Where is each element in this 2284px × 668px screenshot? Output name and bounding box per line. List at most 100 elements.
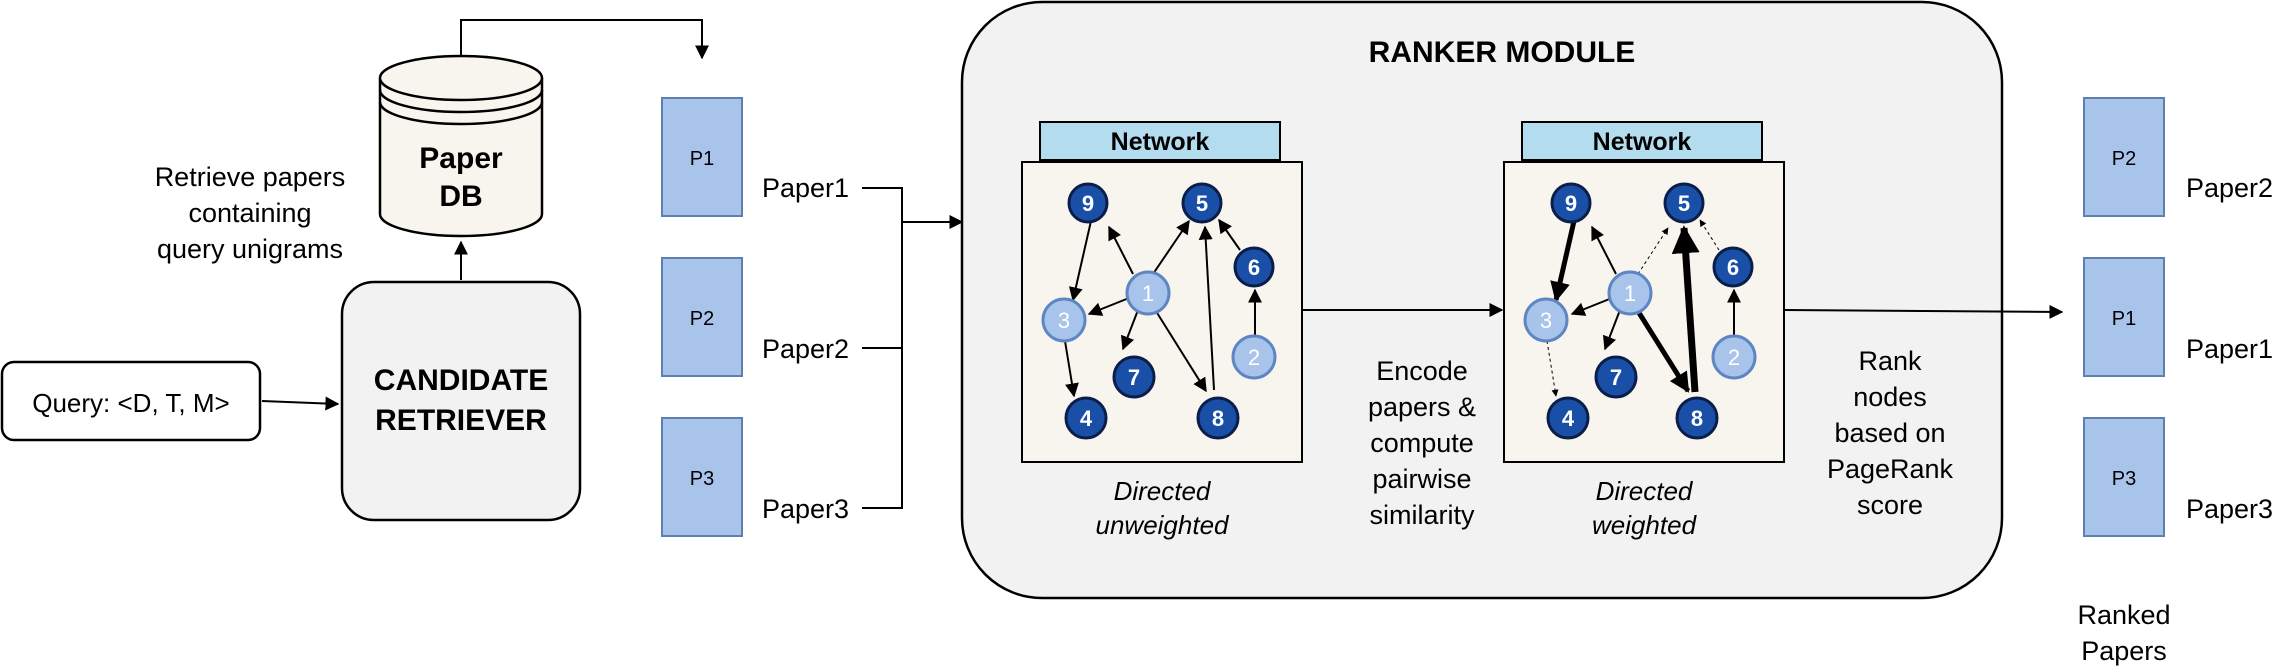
w-node-8-label: 8 xyxy=(1691,406,1703,431)
w-node-7 xyxy=(1594,355,1638,399)
w-node-1-label: 1 xyxy=(1624,281,1636,306)
ranked-caption-line2: Papers xyxy=(2081,636,2167,666)
node-6 xyxy=(1233,246,1275,288)
encode-note: Encode papers & compute pairwise similar… xyxy=(1368,356,1476,530)
ranked-paper-2-label: Paper1 xyxy=(2186,334,2273,364)
node-5-label: 5 xyxy=(1196,191,1208,216)
node-7-label: 7 xyxy=(1128,365,1140,390)
ranked-caption-line1: Ranked xyxy=(2077,600,2170,630)
encode-note-line2: papers & xyxy=(1368,392,1476,422)
caption-left-line2: unweighted xyxy=(1096,510,1231,540)
candidates-bracket xyxy=(862,187,903,509)
node-9-label: 9 xyxy=(1082,191,1094,216)
node-9 xyxy=(1067,182,1109,224)
retrieve-note: Retrieve papers containing query unigram… xyxy=(155,162,346,264)
db-label-line1: Paper xyxy=(419,142,503,175)
node-6-label: 6 xyxy=(1248,255,1260,280)
encode-note-line5: similarity xyxy=(1370,500,1475,530)
w-node-9-label: 9 xyxy=(1565,191,1577,216)
network-weighted: Network 9 5 6 xyxy=(1503,121,1785,540)
w-node-2 xyxy=(1711,334,1757,380)
query-box: Query: <D, T, M> xyxy=(0,360,262,442)
ranked-paper-3: P3 Paper3 xyxy=(2083,417,2273,537)
ranked-paper-1-label: Paper2 xyxy=(2186,173,2273,203)
rank-note-line4: PageRank xyxy=(1827,454,1954,484)
encode-note-line3: compute xyxy=(1370,428,1474,458)
node-1 xyxy=(1125,270,1171,316)
w-node-1 xyxy=(1607,270,1653,316)
retrieve-note-line3: query unigrams xyxy=(157,234,343,264)
ranked-paper-3-label: Paper3 xyxy=(2186,494,2273,524)
network-label-right: Network xyxy=(1593,128,1692,156)
node-3-label: 3 xyxy=(1058,308,1070,333)
candidate-paper-2: P2 Paper2 xyxy=(661,257,849,377)
retrieve-note-line2: containing xyxy=(188,198,311,228)
rank-note-line3: based on xyxy=(1834,418,1945,448)
w-node-5-label: 5 xyxy=(1678,191,1690,216)
node-4 xyxy=(1064,396,1108,440)
w-node-5 xyxy=(1663,182,1705,224)
w-node-2-label: 2 xyxy=(1728,345,1740,370)
ranked-paper-1: P2 Paper2 xyxy=(2083,97,2273,217)
encode-note-line1: Encode xyxy=(1376,356,1468,386)
node-7 xyxy=(1112,355,1156,399)
unweighted-edges xyxy=(1064,218,1262,398)
candidate-papers: P1 Paper1 P2 Paper2 P3 Paper3 xyxy=(661,97,849,537)
paper-db-cylinder-icon: Paper DB xyxy=(378,54,544,238)
retrieve-note-line1: Retrieve papers xyxy=(155,162,346,192)
query-to-retriever-arrow xyxy=(261,396,340,411)
candidate-paper-2-label: Paper2 xyxy=(762,334,849,364)
node-8 xyxy=(1196,396,1240,440)
db-label-line2: DB xyxy=(439,180,482,213)
ranked-paper-2-box: P1 xyxy=(2112,308,2136,330)
candidate-retriever-box: CANDIDATE RETRIEVER xyxy=(340,280,582,522)
w-node-9 xyxy=(1550,182,1592,224)
rank-note: Rank nodes based on PageRank score xyxy=(1827,346,1954,520)
network-label-left: Network xyxy=(1111,128,1210,156)
ranker-module: RANKER MODULE Network 9 xyxy=(960,0,2004,600)
w-node-6 xyxy=(1712,246,1754,288)
unweighted-nodes: 9 5 6 1 3 2 7 4 8 xyxy=(1041,182,1277,440)
db-to-candidates-arrow xyxy=(460,19,709,60)
ranked-paper-2: P1 Paper1 xyxy=(2083,257,2273,377)
w-node-6-label: 6 xyxy=(1727,255,1739,280)
rank-note-line2: nodes xyxy=(1853,382,1927,412)
w-node-3-label: 3 xyxy=(1540,308,1552,333)
node-3 xyxy=(1041,297,1087,343)
node-4-label: 4 xyxy=(1080,406,1093,431)
candidate-paper-1: P1 Paper1 xyxy=(661,97,849,217)
node-2 xyxy=(1231,334,1277,380)
w-node-3 xyxy=(1523,297,1569,343)
caption-right-line1: Directed xyxy=(1596,476,1694,506)
retriever-label-line1: CANDIDATE xyxy=(374,364,548,397)
ranked-paper-1-box: P2 xyxy=(2112,148,2136,170)
encode-note-line4: pairwise xyxy=(1372,464,1471,494)
ranked-papers: P2 Paper2 P1 Paper1 P3 Paper3 Ranked Pap… xyxy=(2077,97,2273,666)
ranked-paper-3-box: P3 xyxy=(2112,468,2136,490)
candidate-paper-2-box: P2 xyxy=(690,308,714,330)
w-node-7-label: 7 xyxy=(1610,365,1622,390)
node-8-label: 8 xyxy=(1212,406,1224,431)
caption-left-line1: Directed xyxy=(1114,476,1212,506)
w-node-8 xyxy=(1675,396,1719,440)
network-unweighted: Network 9 5 6 xyxy=(1021,121,1303,540)
rank-note-line5: score xyxy=(1857,490,1923,520)
node-5 xyxy=(1181,182,1223,224)
rank-output-arrow xyxy=(1783,304,2064,319)
rank-note-line1: Rank xyxy=(1858,346,1922,376)
ranker-title: RANKER MODULE xyxy=(1369,36,1636,69)
weighted-nodes: 9 5 6 1 3 2 7 4 8 xyxy=(1523,182,1757,440)
retriever-label-line2: RETRIEVER xyxy=(375,404,547,437)
candidate-paper-3-box: P3 xyxy=(690,468,714,490)
candidate-paper-3: P3 Paper3 xyxy=(661,417,849,537)
weighted-edges xyxy=(1546,219,1741,397)
query-text: Query: <D, T, M> xyxy=(32,388,229,418)
w-node-4-label: 4 xyxy=(1562,406,1575,431)
node-1-label: 1 xyxy=(1142,281,1154,306)
w-node-4 xyxy=(1546,396,1590,440)
node-2-label: 2 xyxy=(1248,345,1260,370)
candidate-paper-1-label: Paper1 xyxy=(762,173,849,203)
caption-right-line2: weighted xyxy=(1592,510,1698,540)
candidate-paper-3-label: Paper3 xyxy=(762,494,849,524)
